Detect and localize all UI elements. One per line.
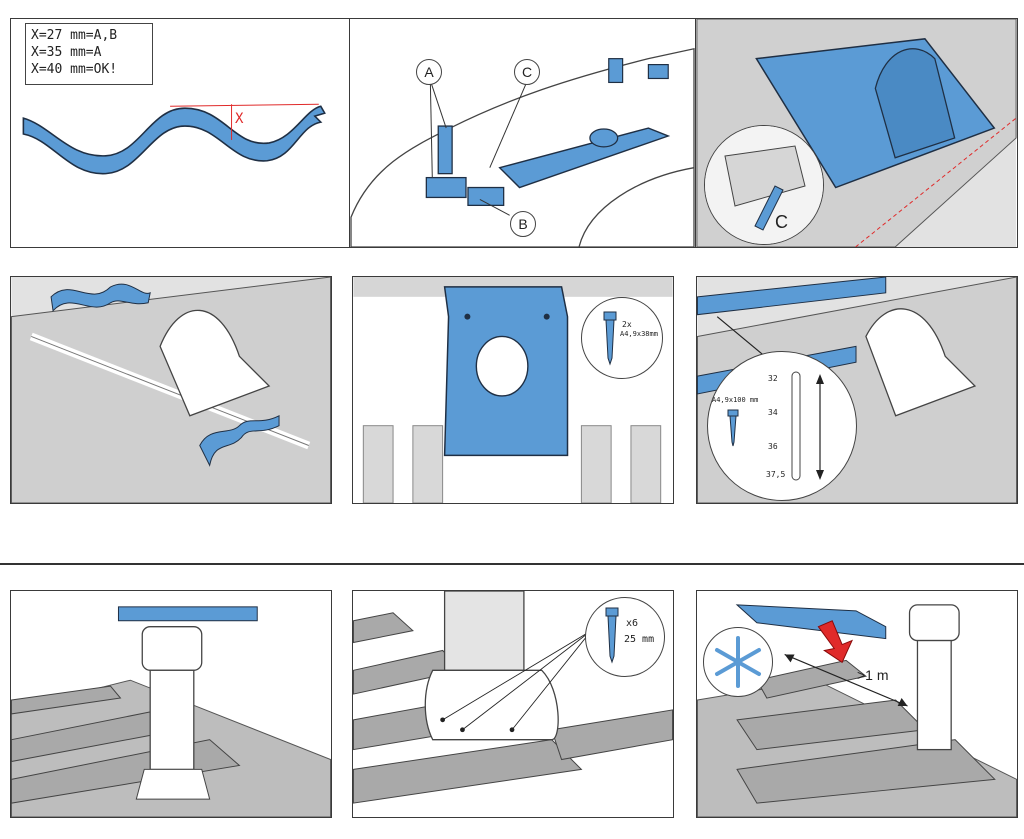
screw-callout: 2x A4,9x38mm xyxy=(581,297,663,379)
legend-line-1: X=27 mm=A,B xyxy=(31,28,118,43)
legend-line-3: X=40 mm=OK! xyxy=(31,62,118,77)
label-c: C xyxy=(514,59,540,85)
panel-flashing-front: 2x A4,9x38mm xyxy=(352,276,674,504)
x-label: X xyxy=(235,111,244,127)
panel-profile-measure: X=27 mm=A,B X=35 mm=A X=40 mm=OK! X xyxy=(10,18,350,248)
tile-profile-drawing xyxy=(22,103,326,175)
clips-drawing xyxy=(350,47,695,247)
panel-pipe-screws: x6 25 mm xyxy=(352,590,674,818)
section-divider xyxy=(0,563,1024,565)
scale-37-5: 37,5 xyxy=(766,470,786,479)
screw-spec-25mm: 25 mm xyxy=(624,634,655,645)
label-a: A xyxy=(416,59,442,85)
callout-c-label: C xyxy=(775,212,788,232)
screw-spec: A4,9x38mm xyxy=(620,330,658,338)
panel-snow-distance: >1 m xyxy=(696,590,1018,818)
snow-distance-drawing xyxy=(697,591,1017,817)
screw-count-x6: x6 xyxy=(626,618,639,629)
panel-clips: A C B xyxy=(350,18,696,248)
screw-callout-x6: x6 25 mm xyxy=(585,597,665,677)
panel-flashing-roof: C xyxy=(696,18,1018,248)
scale-callout: A4,9x100 mm 32 34 36 37,5 xyxy=(707,351,857,501)
panel-hooks-battens xyxy=(10,276,332,504)
snowflake-callout xyxy=(703,627,773,697)
screw-icon xyxy=(605,607,619,664)
legend-line-2: X=35 mm=A xyxy=(31,45,102,60)
flashing-roof-drawing xyxy=(696,19,1017,247)
detail-callout-c: C xyxy=(704,125,824,245)
screw-icon xyxy=(727,409,739,447)
scale-34: 34 xyxy=(768,408,778,417)
scale-screw-spec: A4,9x100 mm xyxy=(712,396,759,404)
hooks-drawing xyxy=(11,277,331,503)
vent-level-drawing xyxy=(11,591,331,817)
arrow-down-icon xyxy=(817,620,854,664)
panel-batten-measure: A4,9x100 mm 32 34 36 37,5 xyxy=(696,276,1018,504)
snowflake-icon xyxy=(715,636,761,688)
measure-legend: X=27 mm=A,B X=35 mm=A X=40 mm=OK! xyxy=(25,23,153,85)
scale-36: 36 xyxy=(768,442,778,451)
label-b: B xyxy=(510,211,536,237)
screw-count: 2x xyxy=(622,320,632,329)
distance-label: >1 m xyxy=(857,667,889,683)
screw-icon xyxy=(603,311,617,366)
panel-vent-level xyxy=(10,590,332,818)
scale-32: 32 xyxy=(768,374,778,383)
